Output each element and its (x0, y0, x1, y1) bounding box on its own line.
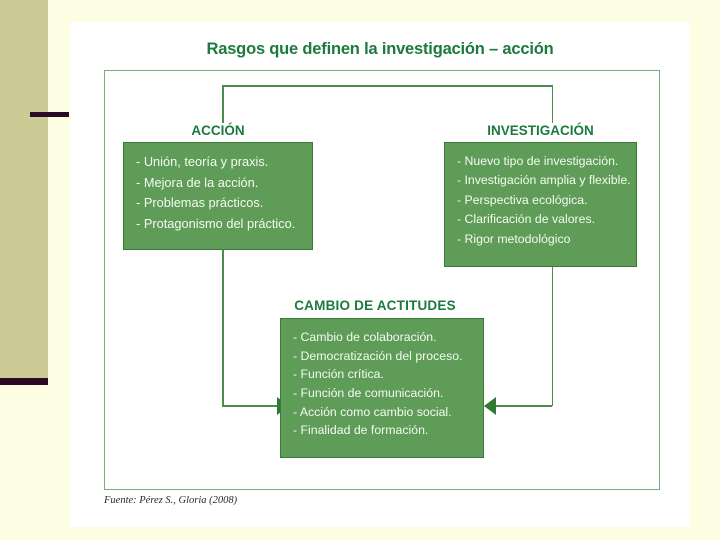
heading-investigacion: INVESTIGACIÓN (487, 123, 594, 138)
list-item: - Protagonismo del práctico. (136, 216, 296, 232)
connector-investigacion-down-vertical (551, 267, 553, 406)
connector-top-horizontal (222, 85, 553, 87)
list-item: - Unión, teoría y praxis. (136, 154, 269, 169)
list-item: - Función de comunicación. (293, 386, 444, 401)
list-item: - Problemas prácticos. (136, 195, 264, 211)
source-citation: Fuente: Pérez S., Gloria (2008) (104, 495, 238, 506)
box-investigacion: - Nuevo tipo de investigación. - Investi… (444, 142, 637, 267)
decorative-accent-bar-bottom (0, 378, 48, 385)
slide-page: Rasgos que definen la investigación – ac… (70, 22, 690, 527)
list-item: - Clarificación de valores. (457, 212, 596, 227)
connector-accion-down-vertical (222, 250, 224, 406)
list-item: - Finalidad de formación. (293, 423, 429, 438)
connector-top-right-vertical (551, 85, 553, 123)
list-item: - Acción como cambio social. (293, 404, 452, 419)
connector-top-left-vertical (222, 85, 224, 123)
decorative-side-strip (0, 0, 48, 378)
diagram-frame (104, 70, 660, 490)
box-cambio-de-actitudes: - Cambio de colaboración. - Democratizac… (280, 318, 484, 458)
arrow-left-icon (484, 397, 496, 415)
list-item: - Democratización del proceso. (293, 348, 463, 363)
list-item: - Perspectiva ecológica. (457, 192, 588, 207)
heading-cambio-de-actitudes: CAMBIO DE ACTITUDES (294, 298, 456, 313)
list-item: - Investigación amplia y flexible. (457, 173, 631, 188)
list-item: - Función crítica. (293, 367, 384, 382)
list-item: - Nuevo tipo de investigación. (457, 154, 619, 168)
connector-accion-to-cambio-horizontal (222, 405, 280, 407)
list-item: - Cambio de colaboración. (293, 330, 437, 344)
page-title: Rasgos que definen la investigación – ac… (206, 40, 554, 58)
decorative-accent-bar-top (30, 112, 69, 117)
connector-investigacion-to-cambio-horizontal (495, 405, 552, 407)
box-accion: - Unión, teoría y praxis. - Mejora de la… (123, 142, 313, 250)
list-item: - Rigor metodológico (457, 231, 571, 246)
list-item: - Mejora de la acción. (136, 174, 259, 190)
heading-accion: ACCIÓN (191, 123, 245, 138)
